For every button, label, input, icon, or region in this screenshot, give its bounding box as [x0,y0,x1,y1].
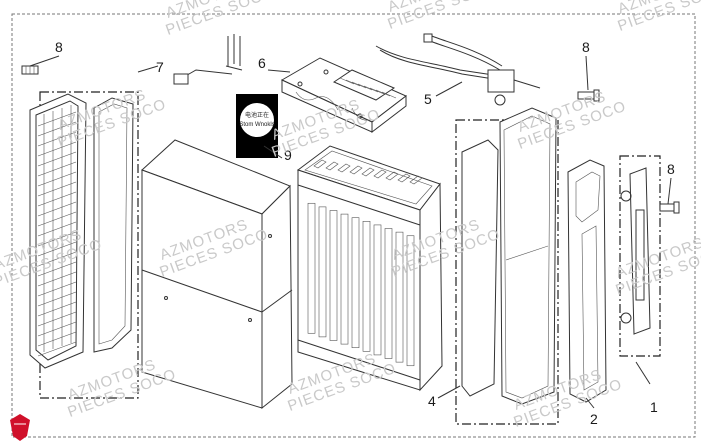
part-4-side-panel [455,107,559,425]
part-7-grille-cover [29,91,139,399]
screw-right [659,201,680,214]
sticker-line-2: Stom Wnokls [239,122,274,128]
brand-logo [10,414,30,441]
callout-8-top-right: 8 [582,39,590,55]
part-1-connector-bracket [619,155,661,357]
callout-2: 2 [590,411,598,427]
callout-1: 1 [650,399,658,415]
sticker-line-1: 电池正在 [245,111,269,119]
callout-8-right: 8 [667,161,675,177]
part-5-wiring-harness [375,33,541,106]
power-leads [173,34,243,85]
callout-4: 4 [428,393,436,409]
part-9-warning-sticker: 电池正在 Stom Wnokls [236,94,278,158]
part-6-bms-board [280,57,407,134]
callout-9: 9 [284,147,292,163]
part-2-gasket [567,159,607,403]
leader-lines [29,55,672,409]
diagram-frame [11,13,696,438]
battery-cover-box [141,139,293,410]
screw-left [21,65,39,75]
battery-pack [296,145,443,392]
callout-8-left: 8 [55,39,63,55]
callout-5: 5 [424,91,432,107]
callout-7: 7 [156,59,164,75]
screw-top-right [577,89,600,102]
callout-6: 6 [258,55,266,71]
